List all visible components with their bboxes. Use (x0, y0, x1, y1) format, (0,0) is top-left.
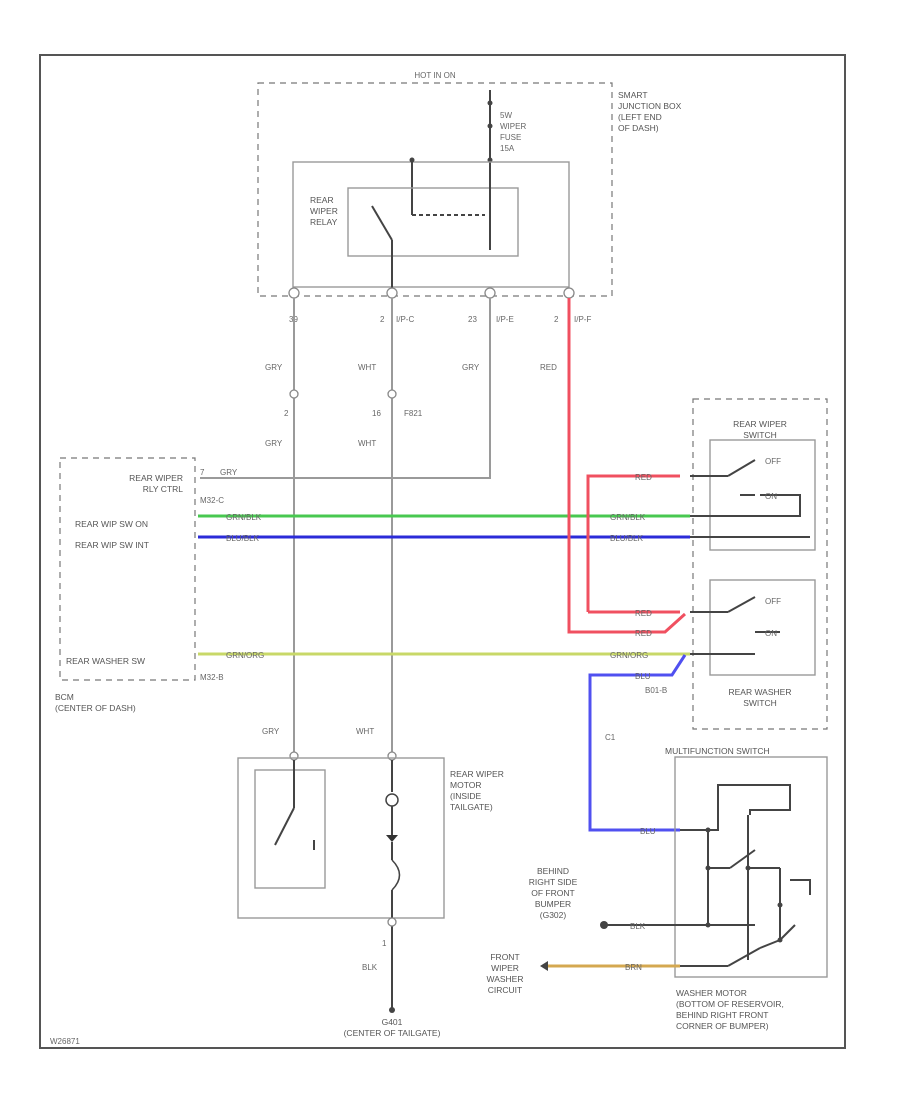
figure-code: W26871 (50, 1037, 80, 1046)
wire-wht-2: WHT (358, 439, 376, 448)
bcm-pin-on: REAR WIP SW ON (75, 519, 148, 529)
wire-blk-1: BLK (362, 963, 378, 972)
ground-g401-label: G401(CENTER OF TAILGATE) (344, 1017, 441, 1038)
wire-grn-org-2: GRN/ORG (610, 651, 648, 660)
wire-grn-blk-2: GRN/BLK (610, 513, 646, 522)
wire-grn-org-1: GRN/ORG (226, 651, 264, 660)
diagram-frame (39, 54, 846, 1049)
inline-connector-label: F821 (404, 409, 423, 418)
pin-2-inline: 2 (284, 409, 289, 418)
conn-ipc: I/P-C (396, 315, 414, 324)
wire-brn: BRN (625, 963, 642, 972)
rw-off: OFF (765, 457, 781, 466)
wire-gry-3: GRY (265, 439, 283, 448)
pin-1: 1 (382, 939, 387, 948)
pin-2a: 2 (380, 315, 385, 324)
wire-red-2: RED (635, 473, 652, 482)
bcm-pin-int: REAR WIP SW INT (75, 540, 149, 550)
conn-ipf: I/P-F (574, 315, 591, 324)
bcm-label: BCM(CENTER OF DASH) (55, 692, 136, 713)
conn-ipe: I/P-E (496, 315, 514, 324)
wire-wht-3: WHT (356, 727, 374, 736)
wire-grn-blk-1: GRN/BLK (226, 513, 262, 522)
wire-gry-bcm: GRY (220, 468, 238, 477)
wire-blu-blk-1: BLU/BLK (226, 534, 260, 543)
conn-m32c: M32-C (200, 496, 224, 505)
conn-b01: B01-B (645, 686, 667, 695)
wire-wht-1: WHT (358, 363, 376, 372)
conn-m32b: M32-B (200, 673, 224, 682)
wire-red-4: RED (635, 629, 652, 638)
pin-2b: 2 (554, 315, 559, 324)
wire-blu-1: BLU (635, 672, 651, 681)
multifunction-label: MULTIFUNCTION SWITCH (665, 746, 770, 756)
wire-blu-blk-2: BLU/BLK (610, 534, 644, 543)
hot-label: HOT IN ON (414, 71, 455, 80)
bcm-pin-washer: REAR WASHER SW (66, 656, 145, 666)
rw-on: ON (765, 492, 777, 501)
wire-blu-2: BLU (640, 827, 656, 836)
wire-gry-1: GRY (265, 363, 283, 372)
wire-blk-2: BLK (630, 922, 646, 931)
pin-23: 23 (468, 315, 477, 324)
wire-red-3: RED (635, 609, 652, 618)
pin-16-inline: 16 (372, 409, 381, 418)
conn-c1: C1 (605, 733, 616, 742)
wire-gry-2: GRY (462, 363, 480, 372)
pin-7: 7 (200, 468, 205, 477)
multifunction-switch: MULTIFUNCTION SWITCH WASHER MOTOR(BOTTOM… (665, 746, 828, 1031)
rwsh-off: OFF (765, 597, 781, 606)
wire-gry-4: GRY (262, 727, 280, 736)
wire-red-1: RED (540, 363, 557, 372)
washer-motor-label: WASHER MOTOR(BOTTOM OF RESERVOIR,BEHIND … (676, 988, 784, 1031)
rwsh-on: ON (765, 629, 777, 638)
